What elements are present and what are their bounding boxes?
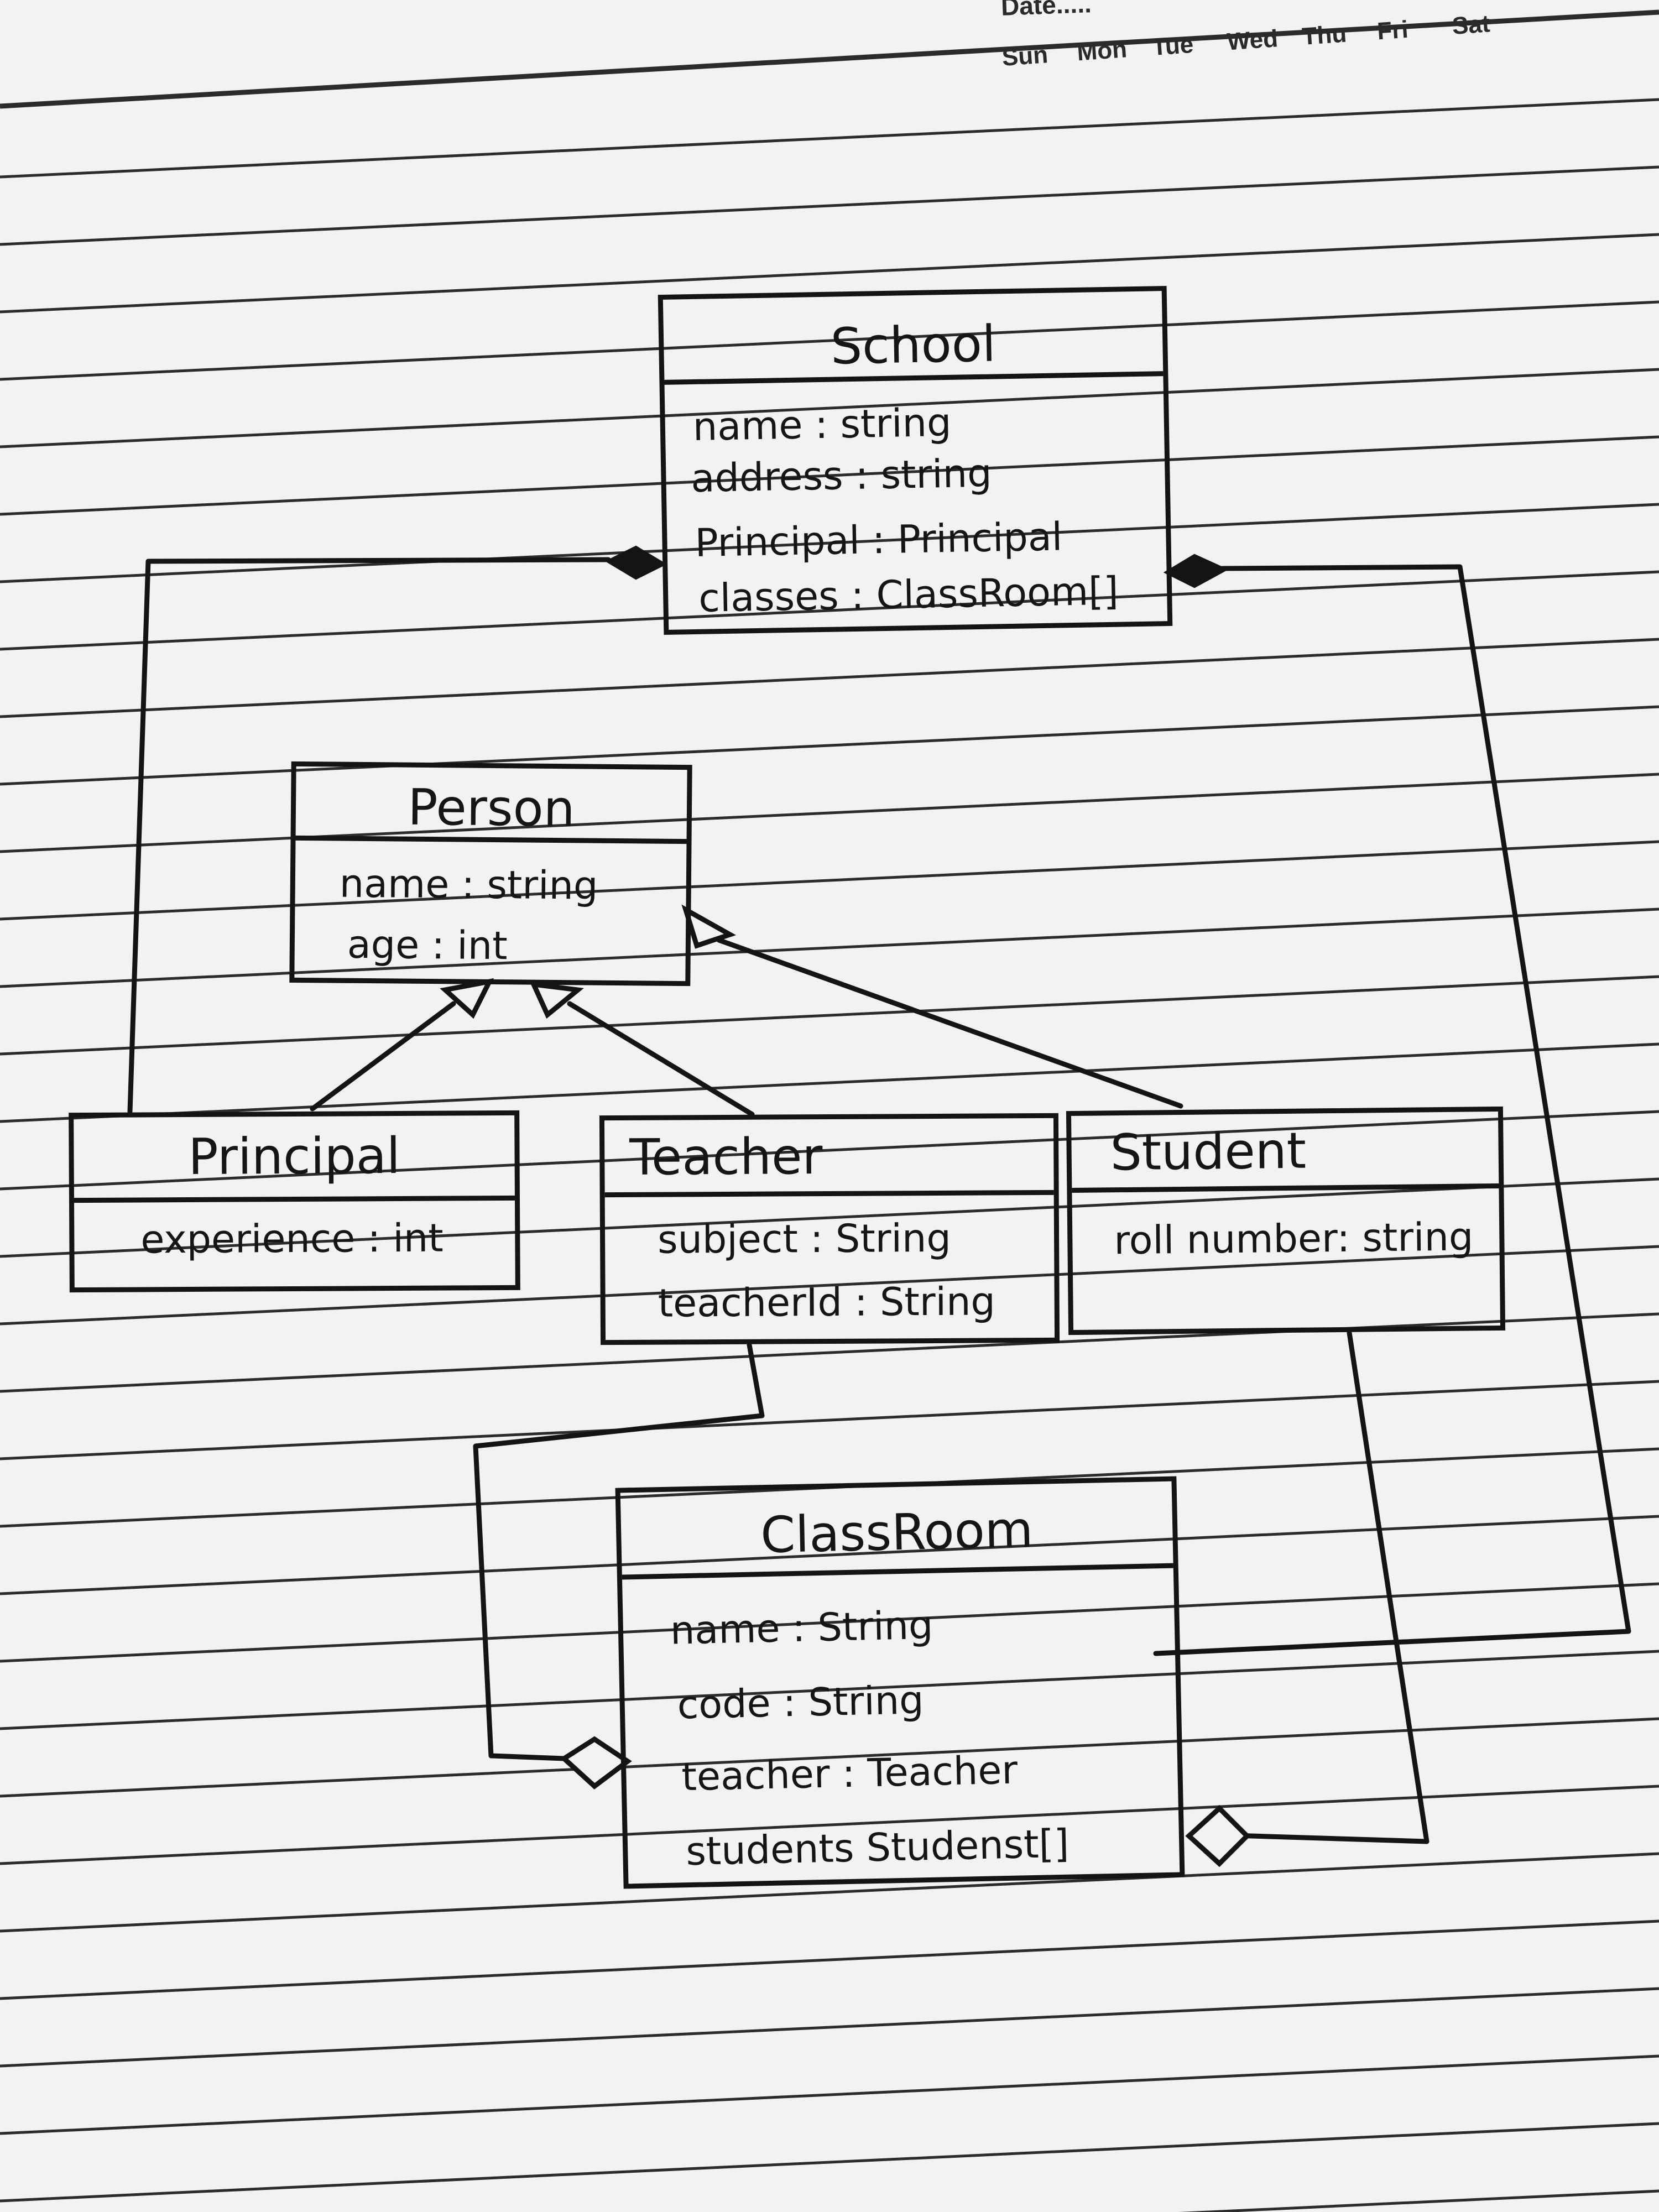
rule-line <box>0 1380 1659 1460</box>
rule-line <box>0 368 1659 448</box>
school-attr-classes: classes : ClassRoom[] <box>698 568 1119 621</box>
teacher-class-box: Teacher subject : String teacherId : Str… <box>599 1113 1060 1345</box>
principal-class-name: Principal <box>188 1126 401 1187</box>
principal-divider <box>74 1195 515 1203</box>
classroom-attr-teacher: teacher : Teacher <box>681 1747 1018 1800</box>
rule-line <box>0 233 1659 314</box>
person-class-name: Person <box>407 778 576 838</box>
teacher-attr-subject: subject : String <box>657 1215 952 1262</box>
student-class-box: Student roll number: string <box>1066 1106 1506 1335</box>
principal-class-box: Principal experience : int <box>69 1110 520 1293</box>
principal-attr-experience: experience : int <box>140 1215 444 1262</box>
rule-line <box>0 975 1659 1056</box>
school-attr-principal: Principal : Principal <box>694 514 1063 566</box>
day-sat: Sat <box>1451 10 1491 40</box>
day-wed: Wed <box>1226 25 1279 56</box>
student-class-name: Student <box>1110 1121 1307 1182</box>
rule-line <box>1179 2189 1659 2212</box>
rule-line <box>0 165 1659 246</box>
teacher-attr-teacherid: teacherId : String <box>658 1279 996 1326</box>
day-tue: Tue <box>1151 30 1194 61</box>
rule-line <box>0 98 1659 179</box>
rule-line <box>0 1919 1659 2000</box>
rule-line <box>0 300 1659 381</box>
header-rule-line <box>0 9 1659 109</box>
rule-line <box>0 1987 1659 2068</box>
person-attr-age: age : int <box>347 921 508 969</box>
teacher-class-name: Teacher <box>629 1128 823 1187</box>
person-attr-name: name : string <box>339 860 598 909</box>
rule-line <box>0 2122 1659 2203</box>
rule-line <box>0 705 1659 786</box>
school-attr-address: address : string <box>690 450 993 502</box>
rule-line <box>0 1852 1659 1933</box>
classroom-attr-students: students Studenst[] <box>685 1820 1070 1875</box>
student-divider <box>1072 1183 1499 1193</box>
person-class-box: Person name : string age : int <box>289 761 692 987</box>
rule-line <box>0 638 1659 718</box>
school-class-name: School <box>830 315 997 376</box>
classroom-class-box: ClassRoom name : String code : String te… <box>615 1476 1185 1889</box>
day-fri: Fri <box>1376 15 1410 45</box>
day-sun: Sun <box>1001 41 1049 71</box>
day-mon: Mon <box>1076 35 1128 66</box>
rule-line <box>0 435 1659 516</box>
classroom-attr-code: code : String <box>676 1677 925 1728</box>
school-attr-name: name : string <box>692 399 952 450</box>
date-label: Date..... <box>1000 0 1092 21</box>
student-attr-roll-number: roll number: string <box>1113 1214 1474 1264</box>
school-class-box: School name : string address : string Pr… <box>658 286 1173 635</box>
classroom-attr-name: name : String <box>670 1602 934 1653</box>
rule-line <box>0 773 1659 853</box>
rule-line <box>0 840 1659 921</box>
rule-line <box>0 907 1659 988</box>
teacher-divider <box>604 1190 1054 1198</box>
rule-line <box>0 2054 1659 2135</box>
day-thu: Thu <box>1301 20 1348 50</box>
classroom-class-name: ClassRoom <box>760 1500 1034 1565</box>
